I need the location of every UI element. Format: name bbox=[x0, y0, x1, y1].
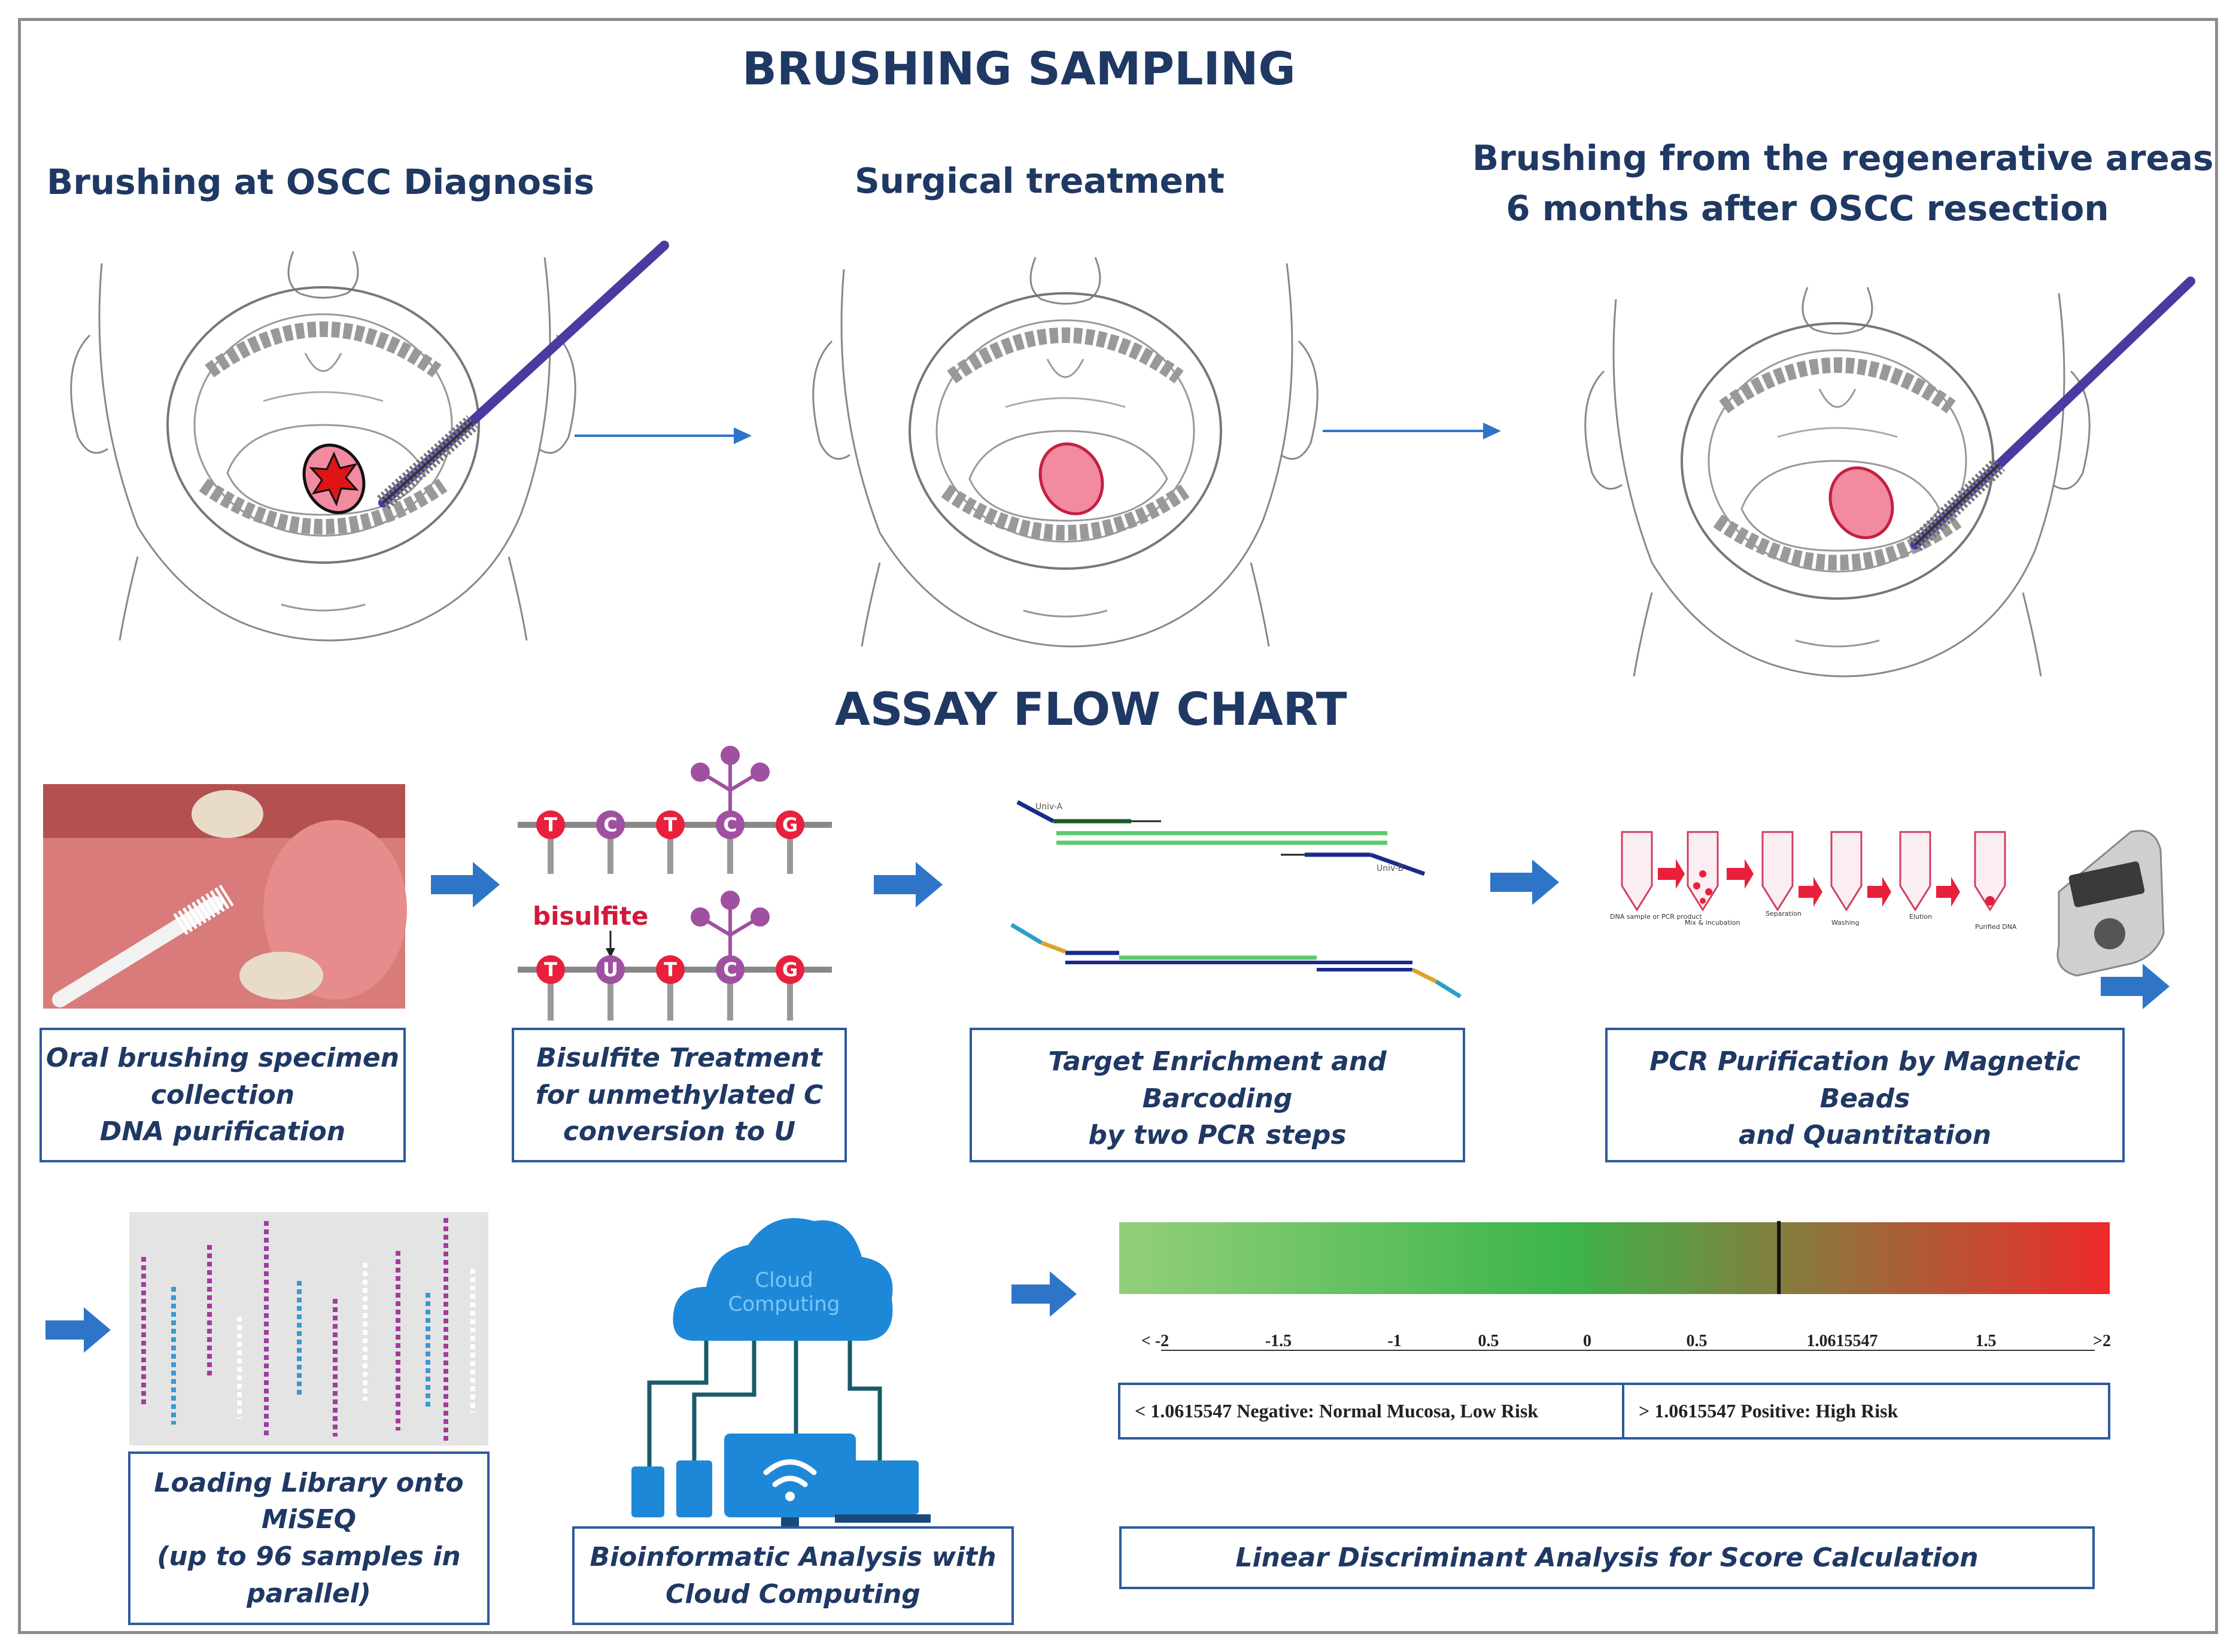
unconverted-base-1 bbox=[536, 810, 565, 839]
block-arrow-2 bbox=[874, 862, 943, 907]
unconverted-base-3 bbox=[656, 810, 685, 839]
scale-label-5: 0 bbox=[1583, 1332, 1591, 1350]
bead-step-2: Mix & incubation bbox=[1685, 919, 1740, 927]
bisulfite-label: bisulfite bbox=[533, 901, 648, 931]
loading-library-box: Loading Library onto MiSEQ (up to 96 sam… bbox=[128, 1451, 490, 1625]
cloud-icon bbox=[673, 1218, 893, 1341]
positive-risk-box: > 1.0615547 Positive: High Risk bbox=[1622, 1383, 2110, 1440]
block-arrow-3 bbox=[1490, 860, 1559, 905]
sequencing-library-image bbox=[129, 1212, 488, 1445]
scale-label-9: >2 bbox=[2093, 1332, 2111, 1350]
converted-base-letter-4: C bbox=[723, 958, 737, 981]
target-enrichment-text: Target Enrichment and Barcoding by two P… bbox=[1048, 1046, 1387, 1151]
converted-base-letter-5: G bbox=[782, 958, 798, 981]
bead-step-5: Elution bbox=[1909, 913, 1932, 921]
brushing-sampling-heading: BRUSHING SAMPLING bbox=[742, 42, 1296, 95]
face-followup bbox=[1585, 277, 2195, 676]
lda-score-text: Linear Discriminant Analysis for Score C… bbox=[1235, 1542, 1979, 1573]
stage-arrow-1 bbox=[575, 427, 752, 444]
pcr-strands-diagram: Univ-A Univ-B bbox=[1010, 800, 1462, 998]
primer-label-a: Univ-A bbox=[1035, 802, 1063, 812]
phone-icon bbox=[676, 1460, 712, 1517]
converted-base-1 bbox=[536, 955, 565, 984]
cloud-label-line1: Cloud bbox=[755, 1268, 813, 1292]
scale-label-3: -1 bbox=[1387, 1332, 1402, 1350]
bead-step-6: Purified DNA bbox=[1975, 923, 2017, 931]
oral-brushing-photo bbox=[43, 784, 407, 1009]
unconverted-base-2 bbox=[596, 810, 625, 839]
converted-base-5 bbox=[776, 955, 804, 984]
face-surgery bbox=[813, 257, 1318, 646]
block-arrow-4 bbox=[2101, 964, 2170, 1009]
unconverted-base-4 bbox=[716, 810, 745, 839]
pcr-purification-box: PCR Purification by Magnetic Beads and Q… bbox=[1605, 1028, 2125, 1162]
unconverted-base-5 bbox=[776, 810, 804, 839]
bioinformatic-analysis-box: Bioinformatic Analysis with Cloud Comput… bbox=[572, 1526, 1014, 1625]
brush-instrument-followup bbox=[1909, 277, 2195, 551]
unconverted-base-letter-1: T bbox=[544, 813, 557, 836]
laptop-icon bbox=[847, 1460, 919, 1514]
loading-library-text: Loading Library onto MiSEQ (up to 96 sam… bbox=[154, 1467, 464, 1609]
magnetic-beads-diagram: DNA sample or PCR product Mix & incubati… bbox=[1610, 831, 2017, 931]
block-arrows-row2 bbox=[45, 1271, 1077, 1353]
lda-score-box: Linear Discriminant Analysis for Score C… bbox=[1119, 1526, 2095, 1589]
face-diagnosis bbox=[71, 241, 669, 640]
cloud-computing-illustration: Cloud Computing bbox=[631, 1218, 931, 1536]
converted-base-letter-3: T bbox=[664, 958, 677, 981]
scale-label-8: 1.5 bbox=[1975, 1332, 1997, 1350]
bioinformatic-analysis-text: Bioinformatic Analysis with Cloud Comput… bbox=[590, 1541, 997, 1610]
stage-followup-line2: 6 months after OSCC resection bbox=[1506, 188, 2109, 229]
bead-step-1: DNA sample or PCR product bbox=[1610, 913, 1702, 921]
lesion-resected bbox=[1038, 442, 1104, 515]
converted-base-2 bbox=[596, 955, 625, 984]
monitor-icon bbox=[724, 1434, 856, 1517]
unconverted-base-letter-5: G bbox=[782, 813, 798, 836]
stage-arrow-2 bbox=[1323, 423, 1501, 439]
figure-frame bbox=[18, 18, 2218, 1634]
converted-base-4 bbox=[716, 955, 745, 984]
primer-label-b: Univ-B bbox=[1377, 864, 1403, 873]
stage-followup-title: Brushing from the regenerative areas 6 m… bbox=[1472, 133, 2214, 233]
stage-followup-line1: Brushing from the regenerative areas bbox=[1472, 138, 2214, 178]
oral-brushing-text: Oral brushing specimen collection DNA pu… bbox=[45, 1043, 400, 1147]
unconverted-base-letter-3: T bbox=[664, 813, 677, 836]
wifi-icon bbox=[763, 1459, 817, 1487]
block-arrows-row1 bbox=[431, 860, 2170, 1009]
pcr-purification-text: PCR Purification by Magnetic Beads and Q… bbox=[1649, 1046, 2080, 1151]
unconverted-base-letter-4: C bbox=[723, 813, 737, 836]
bead-step-4: Washing bbox=[1831, 919, 1860, 927]
converted-base-letter-2: U bbox=[603, 958, 618, 981]
converted-base-3 bbox=[656, 955, 685, 984]
quantitation-device-icon bbox=[2056, 830, 2165, 977]
scale-label-4: 0.5 bbox=[1478, 1332, 1499, 1350]
cloud-label-line2: Computing bbox=[728, 1292, 840, 1316]
bisulfite-treatment-text: Bisulfite Treatment for unmethylated C c… bbox=[535, 1043, 824, 1147]
scale-label-6: 0.5 bbox=[1686, 1332, 1708, 1350]
target-enrichment-box: Target Enrichment and Barcoding by two P… bbox=[970, 1028, 1465, 1162]
scale-label-2: -1.5 bbox=[1265, 1332, 1292, 1350]
stage-diagnosis-title: Brushing at OSCC Diagnosis bbox=[47, 162, 595, 202]
block-arrow-5 bbox=[45, 1307, 111, 1353]
stage-surgery-title: Surgical treatment bbox=[855, 160, 1225, 201]
lesion-regenerative bbox=[1828, 466, 1894, 539]
block-arrow-1 bbox=[431, 862, 500, 907]
oral-brushing-box: Oral brushing specimen collection DNA pu… bbox=[40, 1028, 406, 1162]
bead-step-3: Separation bbox=[1766, 910, 1801, 918]
tumor-star-icon bbox=[309, 451, 359, 507]
scale-label-1: < -2 bbox=[1141, 1332, 1169, 1350]
brush-instrument bbox=[376, 241, 669, 510]
assay-flow-chart-heading: ASSAY FLOW CHART bbox=[835, 682, 1347, 736]
score-gradient-bar bbox=[1119, 1222, 2110, 1294]
unconverted-base-letter-2: C bbox=[603, 813, 617, 836]
converted-base-letter-1: T bbox=[544, 958, 557, 981]
block-arrow-6 bbox=[1011, 1271, 1077, 1317]
scale-label-7: 1.0615547 bbox=[1806, 1332, 1878, 1350]
bisulfite-treatment-box: Bisulfite Treatment for unmethylated C c… bbox=[512, 1028, 847, 1162]
negative-risk-box: < 1.0615547 Negative: Normal Mucosa, Low… bbox=[1118, 1383, 1624, 1440]
tablet-icon bbox=[631, 1466, 664, 1517]
